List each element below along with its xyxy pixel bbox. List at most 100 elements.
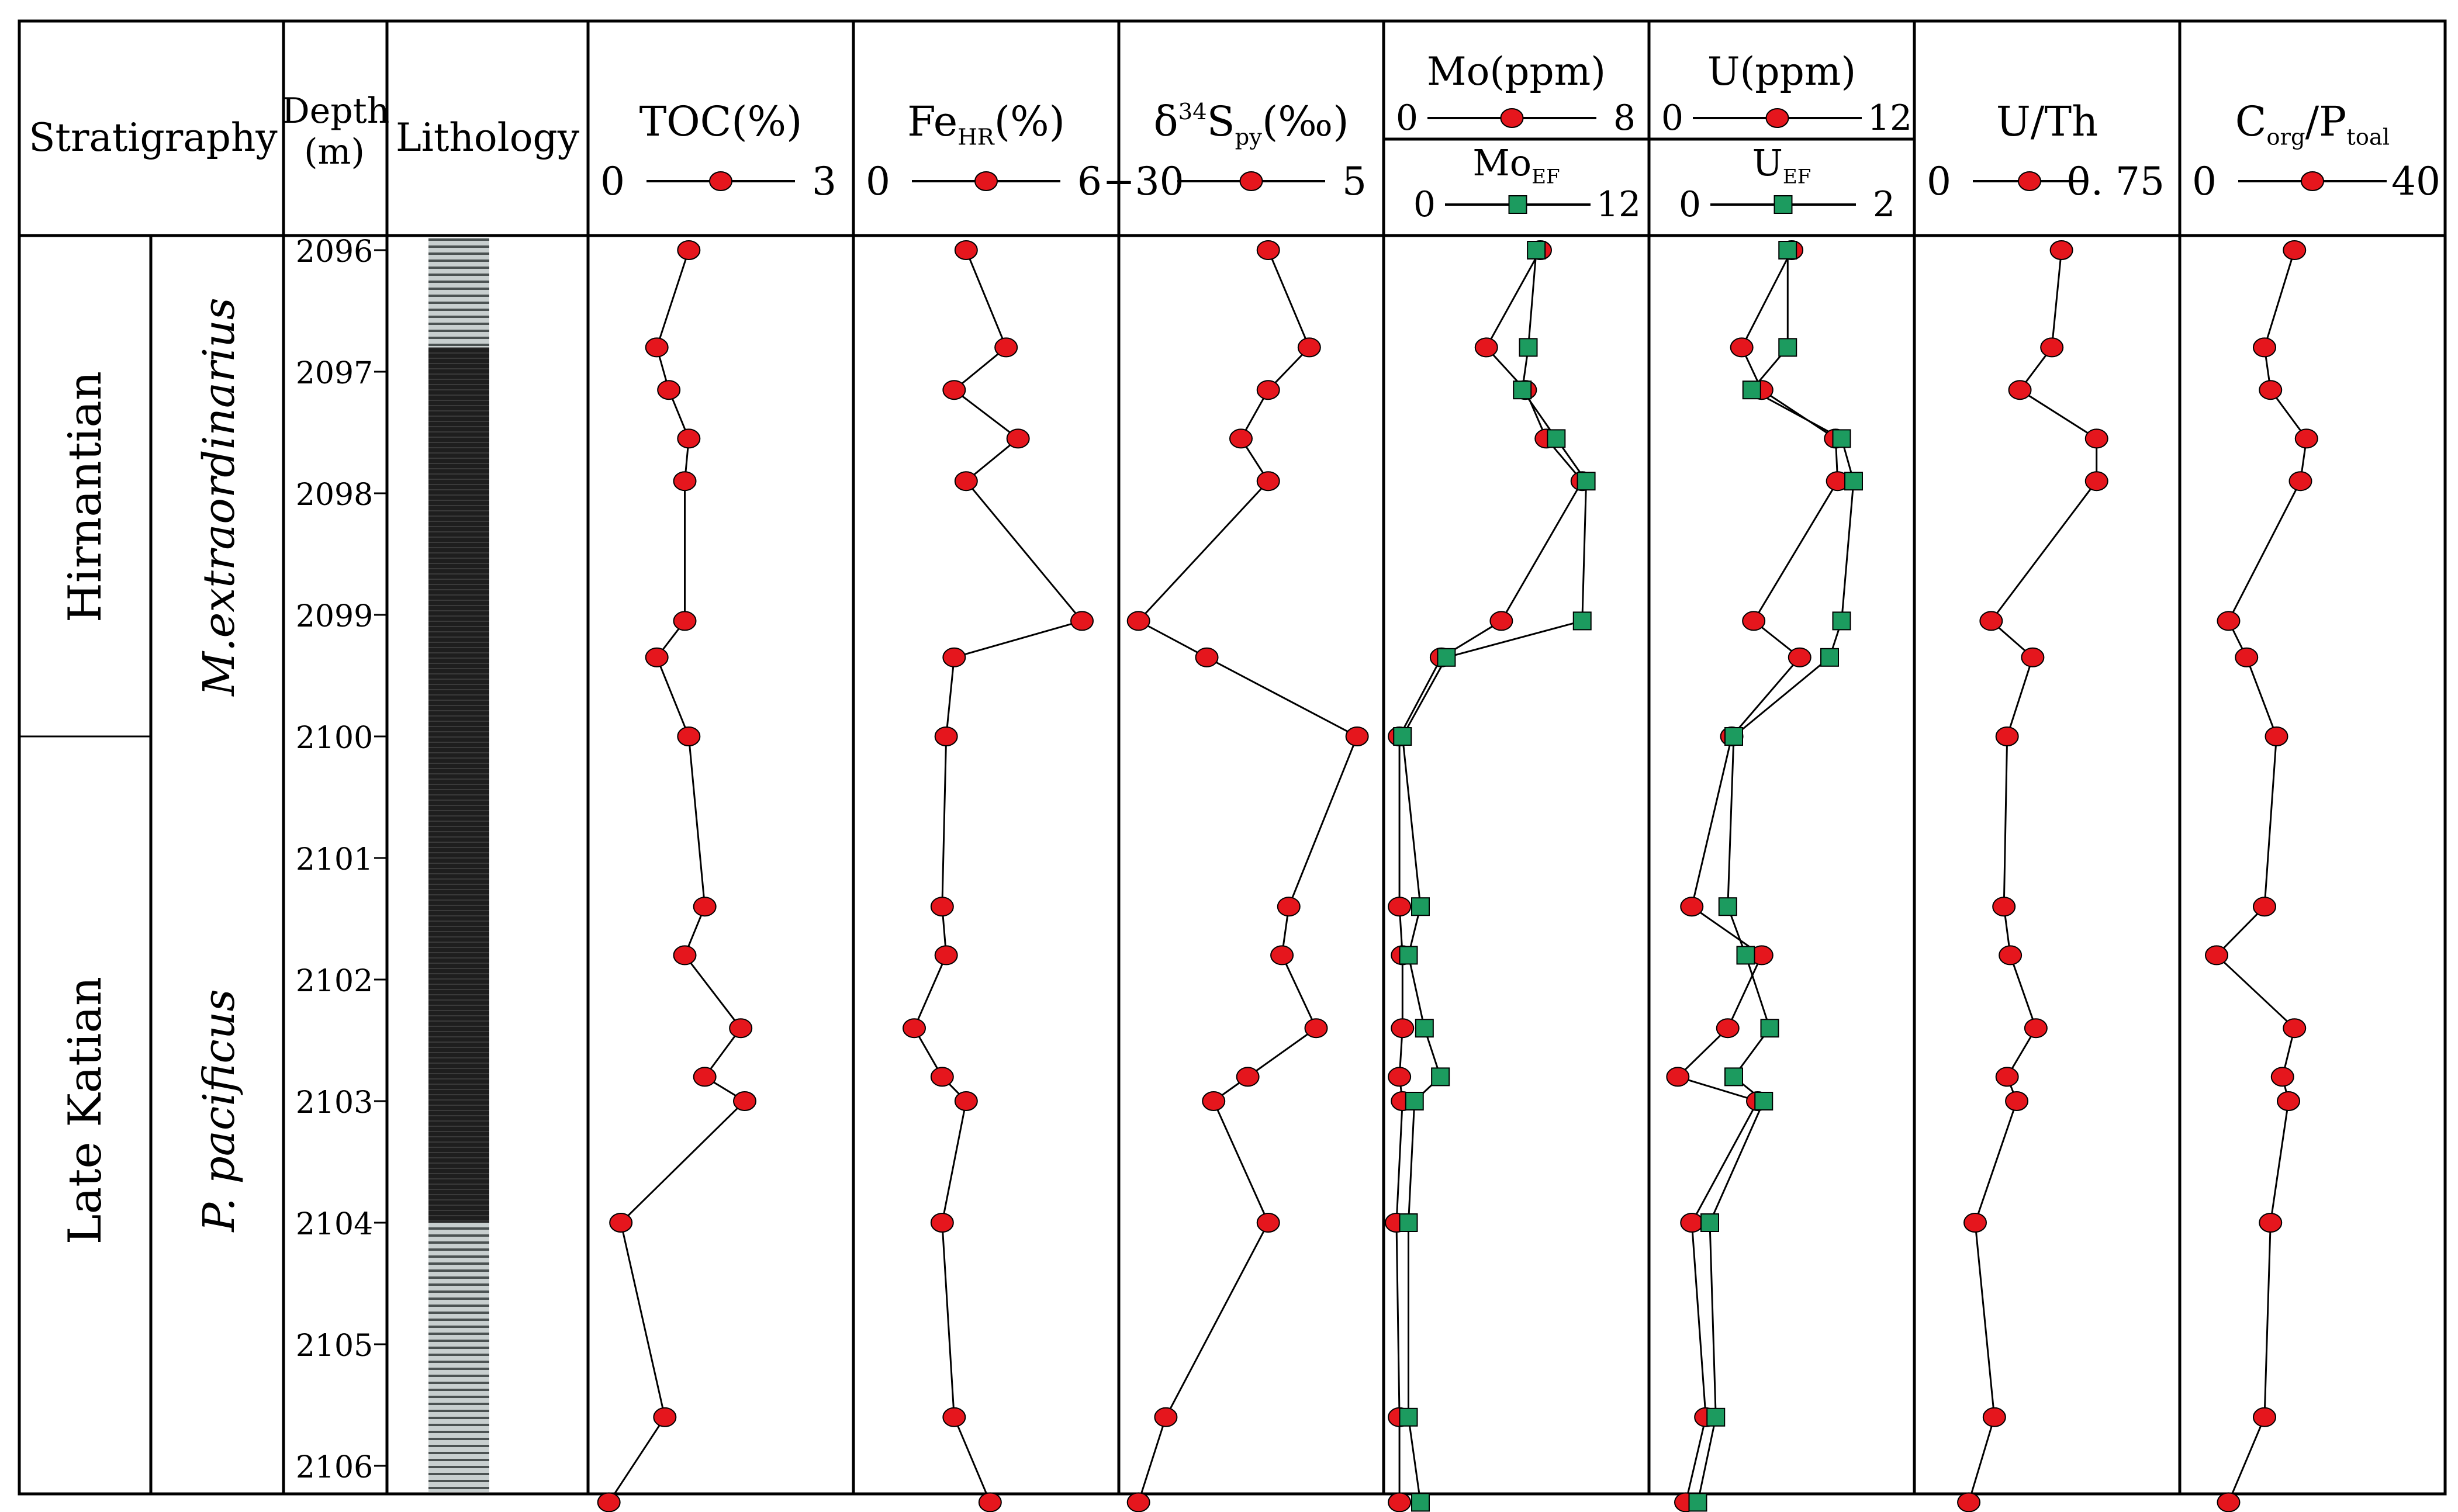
- data-point-square: [1513, 380, 1532, 400]
- data-point-circle: [930, 1213, 954, 1233]
- data-point-circle: [1304, 1018, 1328, 1039]
- depth-unit-header: (m): [304, 132, 365, 172]
- panel-fehr-min: 0: [866, 159, 890, 204]
- data-point-square: [1437, 648, 1456, 667]
- data-point-circle: [677, 726, 701, 746]
- series-line: [2215, 250, 2308, 1503]
- lithology-band: [428, 347, 489, 1223]
- data-point-circle: [974, 171, 998, 191]
- data-point-square: [1742, 380, 1761, 400]
- data-point-circle: [2040, 337, 2064, 358]
- data-point-square: [1519, 338, 1538, 357]
- data-point-circle: [1229, 428, 1253, 449]
- data-point-circle: [1957, 1492, 1981, 1512]
- data-point-circle: [729, 1018, 753, 1039]
- depth-tick-label: 2096: [296, 234, 373, 269]
- panel-fehr-max: 6: [1077, 159, 1102, 204]
- data-point-circle: [1680, 1213, 1704, 1233]
- data-point-circle: [1070, 611, 1094, 631]
- series-line: [913, 250, 1084, 1503]
- data-point-circle: [673, 471, 697, 492]
- data-point-square: [1778, 338, 1797, 357]
- data-point-circle: [1995, 726, 2019, 746]
- depth-axis: 2096209720982099210021012102210321042105…: [296, 234, 387, 1485]
- data-point-square: [1393, 727, 1412, 746]
- data-point-square: [1411, 897, 1430, 916]
- data-point-circle: [930, 897, 954, 917]
- data-point-circle: [693, 1067, 717, 1087]
- data-point-circle: [978, 1492, 1002, 1512]
- depth-tick-label: 2106: [296, 1450, 373, 1485]
- zone-label-m-extraordinarius: M.extraordinarius: [194, 297, 244, 697]
- data-point-square: [1700, 1213, 1719, 1232]
- data-point-circle: [1270, 945, 1294, 966]
- depth-tick-label: 2103: [296, 1085, 373, 1120]
- panel-u-top-max: 12: [1868, 98, 1912, 139]
- data-point-circle: [1979, 611, 2003, 631]
- data-point-circle: [1297, 337, 1321, 358]
- panel-fehr-label: FeHR(%): [907, 98, 1065, 150]
- data-point-circle: [1154, 1407, 1178, 1427]
- data-point-circle: [2294, 428, 2318, 449]
- panel-corgp-min: 0: [2192, 159, 2217, 204]
- data-point-circle: [2270, 1067, 2294, 1087]
- data-point-square: [1832, 611, 1851, 631]
- data-point-circle: [2021, 647, 2045, 667]
- data-point-circle: [2283, 1018, 2307, 1039]
- data-point-circle: [903, 1018, 926, 1039]
- data-point-square: [1832, 429, 1851, 448]
- data-point-square: [1754, 1092, 1774, 1110]
- data-point-square: [1415, 1019, 1434, 1038]
- panel-u-bottom-min: 0: [1679, 184, 1701, 225]
- series-line: [1401, 250, 1588, 1503]
- data-point-circle: [2217, 611, 2241, 631]
- data-point-circle: [2277, 1091, 2300, 1111]
- data-point-circle: [2235, 647, 2259, 667]
- lithology-band: [428, 238, 489, 348]
- data-point-square: [1577, 472, 1596, 491]
- data-point-circle: [1239, 171, 1263, 191]
- data-point-circle: [1730, 337, 1754, 358]
- data-point-circle: [677, 240, 701, 260]
- panel-d34s-label: δ34Spy(‰): [1153, 98, 1349, 150]
- data-point-circle: [1277, 897, 1301, 917]
- lithology-column: [428, 238, 489, 1492]
- panel-toc-min: 0: [600, 159, 625, 204]
- stage-label-hirnantian: Hirnantian: [59, 371, 112, 622]
- data-point-circle: [942, 647, 966, 667]
- data-point-circle: [1742, 611, 1766, 631]
- panel-fehr: FeHR(%) 0 6: [866, 98, 1102, 204]
- data-point-circle: [1982, 1407, 2006, 1427]
- panel-corgp-label: Corg/Ptoal: [2235, 98, 2390, 150]
- data-point-square: [1760, 1019, 1779, 1038]
- depth-tick-label: 2099: [296, 599, 373, 634]
- figure-frame: [18, 19, 2447, 1496]
- data-point-circle: [597, 1492, 621, 1512]
- data-point-square: [1774, 195, 1793, 214]
- panel-u-bottom-max: 2: [1873, 184, 1895, 225]
- data-point-circle: [1680, 897, 1704, 917]
- data-point-circle: [1388, 897, 1412, 917]
- data-point-circle: [1195, 647, 1219, 667]
- series-line: [1676, 250, 1839, 1503]
- panel-corgp-plot: [2205, 240, 2318, 1512]
- lithology-header: Lithology: [396, 115, 580, 160]
- depth-tick-label: 2097: [296, 356, 373, 391]
- panel-toc-max: 3: [812, 159, 836, 204]
- data-point-square: [1508, 195, 1527, 214]
- data-point-square: [1572, 611, 1592, 631]
- data-point-circle: [1256, 240, 1280, 260]
- data-point-circle: [677, 428, 701, 449]
- data-point-circle: [657, 380, 681, 400]
- data-point-circle: [2301, 171, 2324, 191]
- data-point-circle: [994, 337, 1018, 358]
- panel-mo-plot: [1385, 240, 1596, 1512]
- data-point-circle: [2005, 1091, 2029, 1111]
- data-point-circle: [1345, 726, 1369, 746]
- data-point-circle: [1256, 380, 1280, 400]
- data-point-circle: [954, 240, 978, 260]
